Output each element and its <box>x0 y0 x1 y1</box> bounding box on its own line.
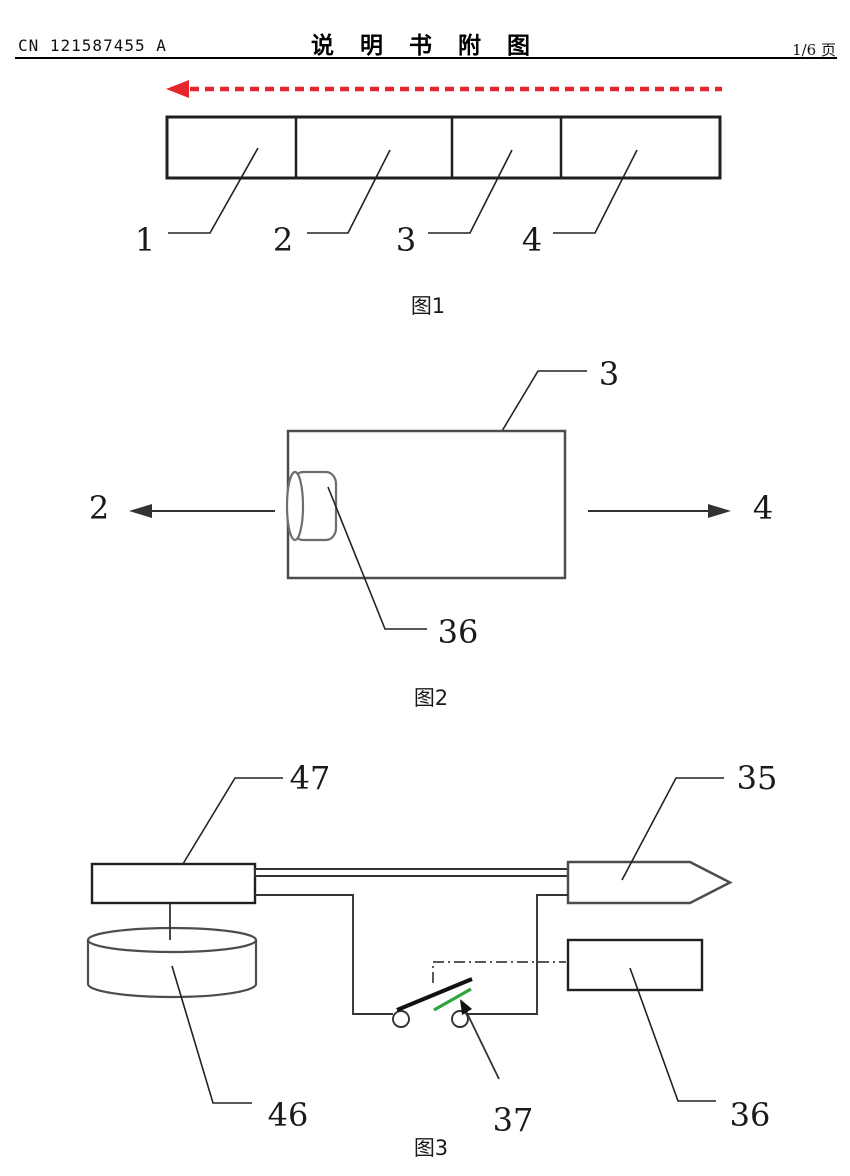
fig3-disc-46-top <box>86 926 258 954</box>
fig3-label-37: 37 <box>493 1101 534 1139</box>
fig2-label-4: 4 <box>753 489 773 527</box>
fig3-leader-47 <box>171 777 283 883</box>
fig3-switch-green-line <box>433 987 472 1012</box>
fig3-switch-blade <box>396 977 473 1012</box>
fig3-pointed-box-35 <box>566 860 733 905</box>
figure-3: 47 35 46 <box>86 759 778 1160</box>
fig3-arrow-37-line <box>465 1010 500 1080</box>
fig2-right-arrowhead-icon <box>708 504 731 518</box>
fig3-label-35: 35 <box>737 759 778 797</box>
patent-number: CN 121587455 A <box>18 36 167 55</box>
fig3-leader-35 <box>621 777 724 881</box>
fig1-label-4: 4 <box>522 221 542 259</box>
fig3-leader-36 <box>629 967 716 1102</box>
fig2-left-arrowhead-icon <box>129 504 152 518</box>
fig3-leader-46 <box>171 965 252 1104</box>
fig1-bar <box>165 115 722 180</box>
fig3-caption: 图3 <box>414 1136 448 1160</box>
fig3-contact-left <box>392 1010 410 1028</box>
fig3-contact-right <box>451 1010 469 1028</box>
fig1-leader-3 <box>428 149 513 234</box>
fig1-leader-1 <box>168 147 259 234</box>
fig2-label-2: 2 <box>89 489 109 527</box>
fig1-leader-2 <box>307 149 391 234</box>
page-title: 说 明 书 附 图 <box>310 33 540 59</box>
fig3-box-47 <box>90 862 257 905</box>
header-rule <box>15 57 837 59</box>
fig3-wire-right <box>468 894 568 1015</box>
fig2-leader-36 <box>327 486 427 630</box>
fig1-left-arrowhead-icon <box>166 80 189 98</box>
fig2-leader-3 <box>501 370 587 432</box>
fig1-caption: 图1 <box>411 294 445 318</box>
fig1-label-3: 3 <box>396 221 416 259</box>
fig1-leader-4 <box>553 149 638 234</box>
fig1-label-2: 2 <box>273 221 293 259</box>
fig3-label-47: 47 <box>290 759 331 797</box>
fig2-caption: 图2 <box>414 686 448 710</box>
figure-2: 3 2 4 36 图2 <box>89 355 773 710</box>
fig2-label-36: 36 <box>438 613 479 651</box>
page-indicator: 1/6 页 <box>792 41 836 59</box>
fig3-label-36: 36 <box>730 1096 771 1134</box>
fig3-connector-rail <box>254 868 569 877</box>
fig3-dashdot-line <box>432 961 566 983</box>
fig3-wire-left <box>255 894 393 1015</box>
fig1-label-1: 1 <box>135 221 155 259</box>
fig2-label-3: 3 <box>599 355 619 393</box>
figure-1: 1 2 3 4 图1 <box>135 80 722 318</box>
fig2-cylinder-face <box>285 470 305 542</box>
fig3-label-46: 46 <box>268 1096 309 1134</box>
fig3-arrow-37-head-icon <box>460 999 472 1015</box>
